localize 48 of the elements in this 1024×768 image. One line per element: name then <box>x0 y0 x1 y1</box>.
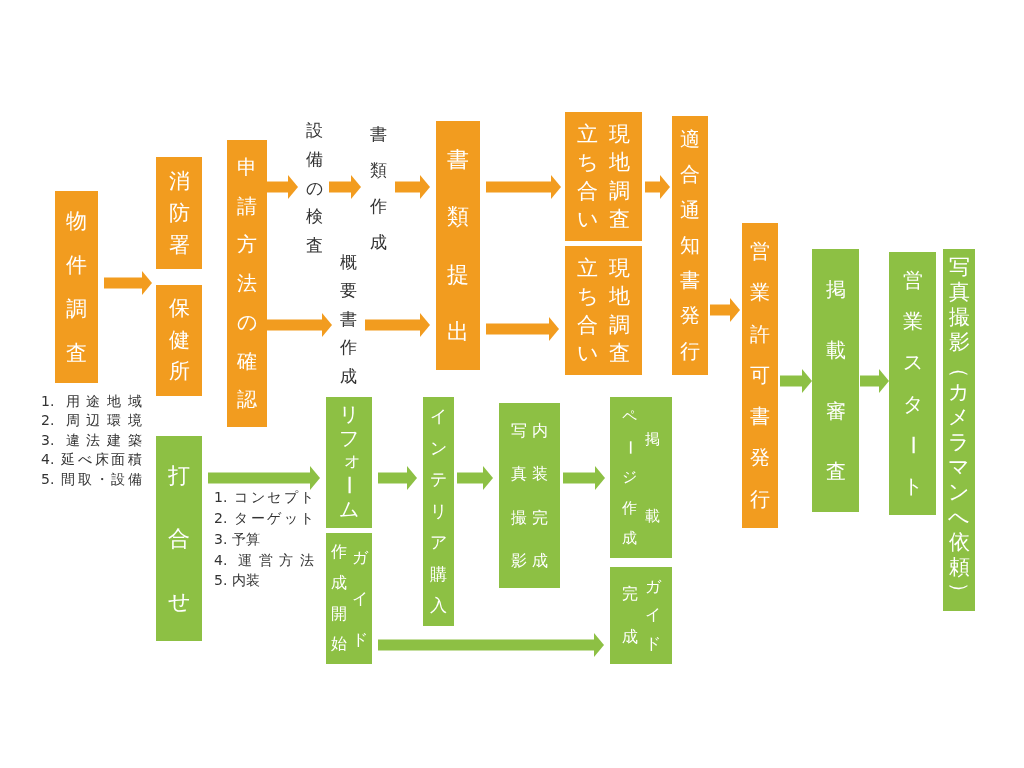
step-box: 保健所 <box>156 285 202 396</box>
arrow <box>267 175 298 199</box>
arrow <box>378 633 604 657</box>
list-item: 1. 用途地域 <box>41 392 142 411</box>
step-box: 写真撮影（カメラマンへ依頼） <box>943 249 975 611</box>
list-item: 5. 内装 <box>214 571 260 590</box>
list-item: 4. 延べ床面積 <box>41 450 142 469</box>
step-box: 営業スタート <box>889 252 936 515</box>
list-item: 2. 周辺環境 <box>41 411 142 430</box>
step-box: ガイド作成開始 <box>326 533 372 664</box>
arrow <box>395 175 430 199</box>
step-box: インテリア購入 <box>423 397 454 626</box>
step-label: 概要書作成 <box>337 248 359 390</box>
step-box: 物件調査 <box>55 191 98 383</box>
arrow <box>104 271 152 295</box>
list-item: 4. 運営方法 <box>214 551 314 570</box>
step-box: 適合通知書発行 <box>672 116 708 375</box>
arrow <box>365 313 430 337</box>
arrow <box>710 298 740 322</box>
list-item: 5. 間取・設備 <box>41 470 142 489</box>
arrow <box>780 369 812 393</box>
step-box: 申請方法の確認 <box>227 140 267 427</box>
arrow <box>329 175 361 199</box>
arrow <box>645 175 670 199</box>
step-box: 消防署 <box>156 157 202 269</box>
list-item: 3. 違法建築 <box>41 431 142 450</box>
step-box: 現地調査立ち合い <box>565 112 642 241</box>
step-label: 書類作成 <box>367 116 389 260</box>
arrow <box>378 466 417 490</box>
list-item: 1. コンセプト <box>214 488 314 507</box>
step-box: 営業許可書発行 <box>742 223 778 528</box>
arrow <box>486 317 559 341</box>
list-item: 2. ターゲット <box>214 509 314 528</box>
step-box: 書類提出 <box>436 121 480 370</box>
step-box: 内装完成写真撮影 <box>499 403 560 588</box>
arrow <box>860 369 889 393</box>
arrow <box>457 466 493 490</box>
step-label: 設備の検査 <box>303 116 325 260</box>
step-box: 掲載ページ作成 <box>610 397 672 558</box>
step-box: 打合せ <box>156 436 202 641</box>
arrow <box>563 466 605 490</box>
step-box: ガイド完成 <box>610 567 672 664</box>
list-item: 3. 予算 <box>214 530 260 549</box>
step-box: リフォーム <box>326 397 372 528</box>
arrow <box>208 466 320 490</box>
step-box: 掲載審査 <box>812 249 859 512</box>
step-box: 現地調査立ち合い <box>565 246 642 375</box>
arrow <box>267 313 332 337</box>
